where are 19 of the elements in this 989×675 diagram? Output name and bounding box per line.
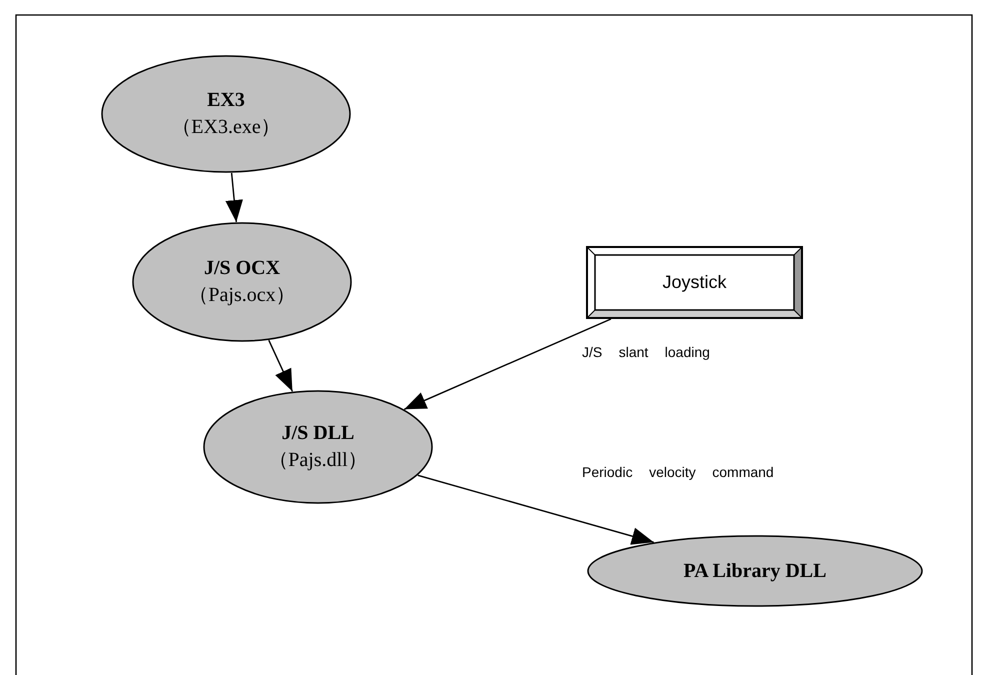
device-name: Joystick <box>662 271 726 294</box>
edge-label: J/S slant loading <box>582 344 710 361</box>
file-name: （Pajs.ocx） <box>188 283 296 308</box>
component-name: EX3 <box>207 88 245 113</box>
file-name: （EX3.exe） <box>171 115 281 140</box>
component-ellipse <box>587 535 923 607</box>
edge-label: Periodic velocity command <box>582 464 774 481</box>
component-name: J/S DLL <box>282 421 354 446</box>
arrow <box>225 172 243 222</box>
component-ellipse <box>101 55 351 173</box>
component-ellipse <box>203 390 433 504</box>
component-ellipse <box>132 222 352 342</box>
arrow <box>418 474 654 545</box>
component-name: PA Library DLL <box>684 558 826 584</box>
arrow <box>268 340 294 392</box>
component-name: J/S OCX <box>204 256 280 281</box>
file-name: （Pajs.dll） <box>268 448 368 473</box>
arrow <box>404 318 612 410</box>
device-box <box>586 246 803 319</box>
